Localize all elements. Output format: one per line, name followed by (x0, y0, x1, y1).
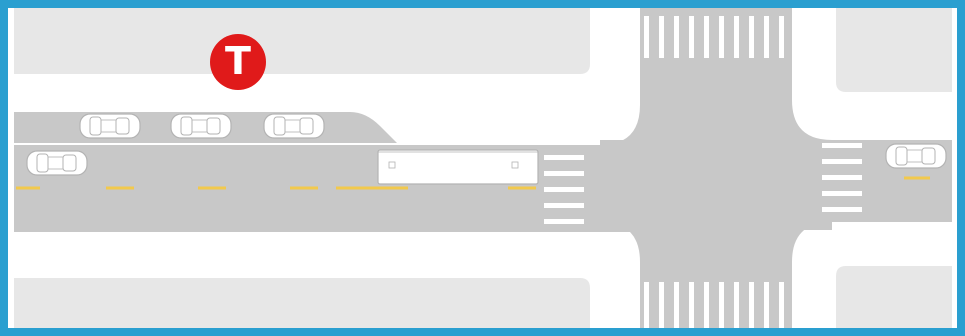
car-top-view-icon (171, 114, 231, 138)
car-top-view-icon (886, 144, 946, 168)
city-block-bottom-left (14, 278, 590, 330)
city-block-top-left (14, 8, 590, 74)
city-block-top-right (836, 8, 952, 92)
transit-logo-letter: T (225, 39, 251, 83)
city-block-bottom-right (836, 266, 952, 330)
car-top-view-icon (80, 114, 140, 138)
car-top-view-icon (27, 151, 87, 175)
metro-transit-logo: T (210, 34, 266, 90)
intersection-core (600, 140, 832, 230)
bus-top-view-icon (378, 150, 538, 184)
car-top-view-icon (264, 114, 324, 138)
